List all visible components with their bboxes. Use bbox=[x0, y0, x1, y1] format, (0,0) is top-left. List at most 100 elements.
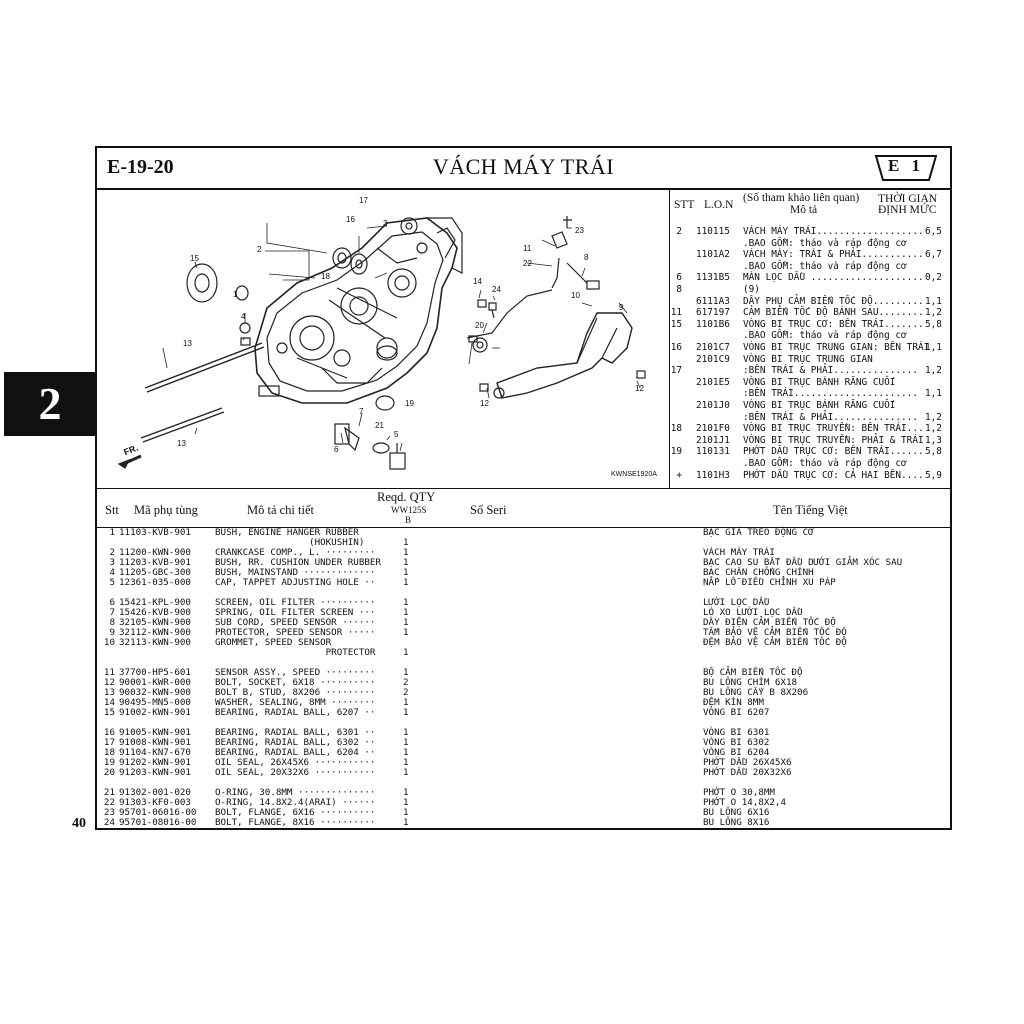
ref-cell-lon: 617197 bbox=[696, 307, 730, 319]
part-cell-part: 95701-08016-00 bbox=[119, 817, 197, 828]
part-cell-part: 91002-KWN-901 bbox=[119, 707, 191, 718]
ref-cell-lon: 2101J0 bbox=[696, 400, 730, 411]
part-cell-vn: BU LÔNG 6X16 bbox=[703, 807, 770, 818]
ref-cell-desc: (9) bbox=[743, 284, 760, 295]
callout-20: 20 bbox=[475, 321, 484, 330]
part-cell-desc: PROTECTOR, SPEED SENSOR ····· bbox=[215, 627, 376, 638]
part-cell-desc: SUB CORD, SPEED SENSOR ······ bbox=[215, 617, 376, 628]
ref-cell-time: 1,2 bbox=[925, 411, 942, 423]
ref-cell-lon: 2101C9 bbox=[696, 353, 730, 365]
drawing-code: KWNSE1920A bbox=[611, 471, 657, 478]
ref-row: .BAO GỒM: tháo và ráp động cơ bbox=[670, 238, 950, 249]
part-cell-stt: 13 bbox=[103, 687, 115, 698]
ref-cell-time: 5,9 bbox=[925, 469, 942, 481]
ref-cell-desc: VÁCH MÁY: TRÁI & PHẢI........... bbox=[743, 249, 924, 261]
part-cell-qty: 1 bbox=[403, 577, 409, 588]
part-cell-qty: 1 bbox=[403, 757, 409, 768]
part-cell-desc: CAP, TAPPET ADJUSTING HOLE ·· bbox=[215, 577, 376, 588]
part-cell-part: 32105-KWN-900 bbox=[119, 617, 191, 628]
part-cell-qty: 1 bbox=[403, 667, 409, 678]
part-cell-vn: VÁCH MÁY TRÁI bbox=[703, 547, 775, 558]
col-vn-name: Tên Tiếng Việt bbox=[773, 503, 848, 517]
callout-6: 6 bbox=[334, 445, 339, 454]
ref-cell-desc: DÂY PHỤ CẢM BIẾN TỐC ĐỘ......... bbox=[743, 295, 924, 307]
part-cell-desc: BUSH, MAINSTAND ············· bbox=[215, 567, 376, 578]
ref-header-desc-top: (Số tham khảo liên quan) bbox=[743, 192, 860, 204]
ref-row: 17:BÊN TRÁI & PHẢI...............1,2 bbox=[670, 365, 950, 376]
part-cell-desc: O-RING, 14.8X2.4(ARAI) ······ bbox=[215, 797, 376, 808]
part-cell-desc: WASHER, SEALING, 8MM ········ bbox=[215, 697, 376, 708]
ref-cell-lon: 2101E5 bbox=[696, 376, 730, 388]
callout-21: 21 bbox=[375, 421, 384, 430]
part-cell-desc: BOLT, FLANGE, 8X16 ·········· bbox=[215, 817, 376, 828]
ref-cell-time: 1,2 bbox=[925, 423, 942, 435]
part-cell-desc: SENSOR ASSY., SPEED ········· bbox=[215, 667, 376, 678]
part-cell-part: 15421-KPL-900 bbox=[119, 597, 191, 608]
ref-row: 8(9) bbox=[670, 284, 950, 295]
part-cell-vn: ĐỆM BẢO VỆ CẢM BIẾN TỐC ĐỘ bbox=[703, 637, 847, 648]
front-arrow bbox=[117, 454, 142, 469]
part-cell-stt: 3 bbox=[109, 557, 115, 568]
ref-cell-desc: VÁCH MÁY TRÁI................... bbox=[743, 226, 924, 237]
callout-4: 4 bbox=[241, 312, 246, 321]
part-cell-vn: LƯỚI LỌC DẦU bbox=[703, 597, 770, 608]
ref-cell-time: 0,2 bbox=[925, 272, 942, 284]
part-cell-vn: BU LÔNG CHÌM 6X18 bbox=[703, 677, 798, 688]
part-cell-desc: BEARING, RADIAL BALL, 6207 ·· bbox=[215, 707, 376, 718]
sensor-protector bbox=[493, 312, 633, 399]
part-cell-part: 95701-06016-00 bbox=[119, 807, 197, 818]
part-cell-stt: 7 bbox=[109, 607, 115, 618]
leader-lines bbox=[162, 223, 641, 452]
ref-cell-lon: 1131B5 bbox=[696, 272, 730, 284]
part-cell-part: 91303-KF0-003 bbox=[119, 797, 191, 808]
part-cell-vn: VÒNG BI 6301 bbox=[703, 727, 770, 738]
ref-cell-lon: 1101H3 bbox=[696, 469, 730, 481]
part-cell-qty: 1 bbox=[403, 767, 409, 778]
part-cell-vn: DÂY ĐIỆN CẢM BIẾN TỐC ĐỘ bbox=[703, 617, 836, 628]
fasteners bbox=[477, 299, 646, 392]
part-cell-stt: 19 bbox=[103, 757, 115, 768]
ref-cell-desc: .BAO GỒM: tháo và ráp động cơ bbox=[743, 330, 907, 342]
part-cell-qty: 1 bbox=[403, 607, 409, 618]
part-cell-part: 32112-KWN-900 bbox=[119, 627, 191, 638]
callout-14: 14 bbox=[473, 277, 482, 286]
part-cell-desc: BOLT, SOCKET, 6X18 ·········· bbox=[215, 677, 376, 688]
ref-cell-stt: 15 bbox=[670, 318, 682, 330]
callout-15: 15 bbox=[190, 254, 199, 263]
part-cell-stt: 22 bbox=[103, 797, 115, 808]
part-cell-desc: BEARING, RADIAL BALL, 6301 ·· bbox=[215, 727, 376, 738]
callout-22: 22 bbox=[523, 259, 532, 268]
part-cell-desc: BUSH, RR. CUSHION UNDER RUBBER bbox=[215, 557, 381, 568]
callout-13b: 13 bbox=[177, 439, 186, 448]
part-cell-stt: 18 bbox=[103, 747, 115, 758]
part-cell-vn: PHỚT O 14,8X2,4 bbox=[703, 797, 786, 808]
ref-cell-desc: :BÊN TRÁI & PHẢI............... bbox=[743, 365, 918, 377]
part-cell-qty: 1 bbox=[403, 737, 409, 748]
ref-cell-lon: 1101A2 bbox=[696, 249, 730, 261]
part-cell-vn: BẠC GIÁ TREO ĐỘNG CƠ bbox=[703, 527, 814, 538]
part-cell-vn: VÒNG BI 6207 bbox=[703, 707, 770, 718]
part-cell-vn: NẮP LỖ ĐIỀU CHỈNH XU PÁP bbox=[703, 577, 836, 588]
callout-11: 11 bbox=[523, 244, 532, 253]
crankcase-drawing: 17 16 3 2 15 18 1 4 13 13 6 7 21 5 19 11… bbox=[117, 196, 657, 478]
part-cell-vn: TẤM BẢO VỆ CẢM BIẾN TỐC ĐỘ bbox=[703, 627, 847, 638]
ref-cell-desc: VÒNG BI TRỤC BÁNH RĂNG CUỐI bbox=[743, 400, 896, 411]
ref-cell-time: 1,2 bbox=[925, 307, 942, 319]
part-cell-desc: SCREEN, OIL FILTER ·········· bbox=[215, 597, 376, 608]
